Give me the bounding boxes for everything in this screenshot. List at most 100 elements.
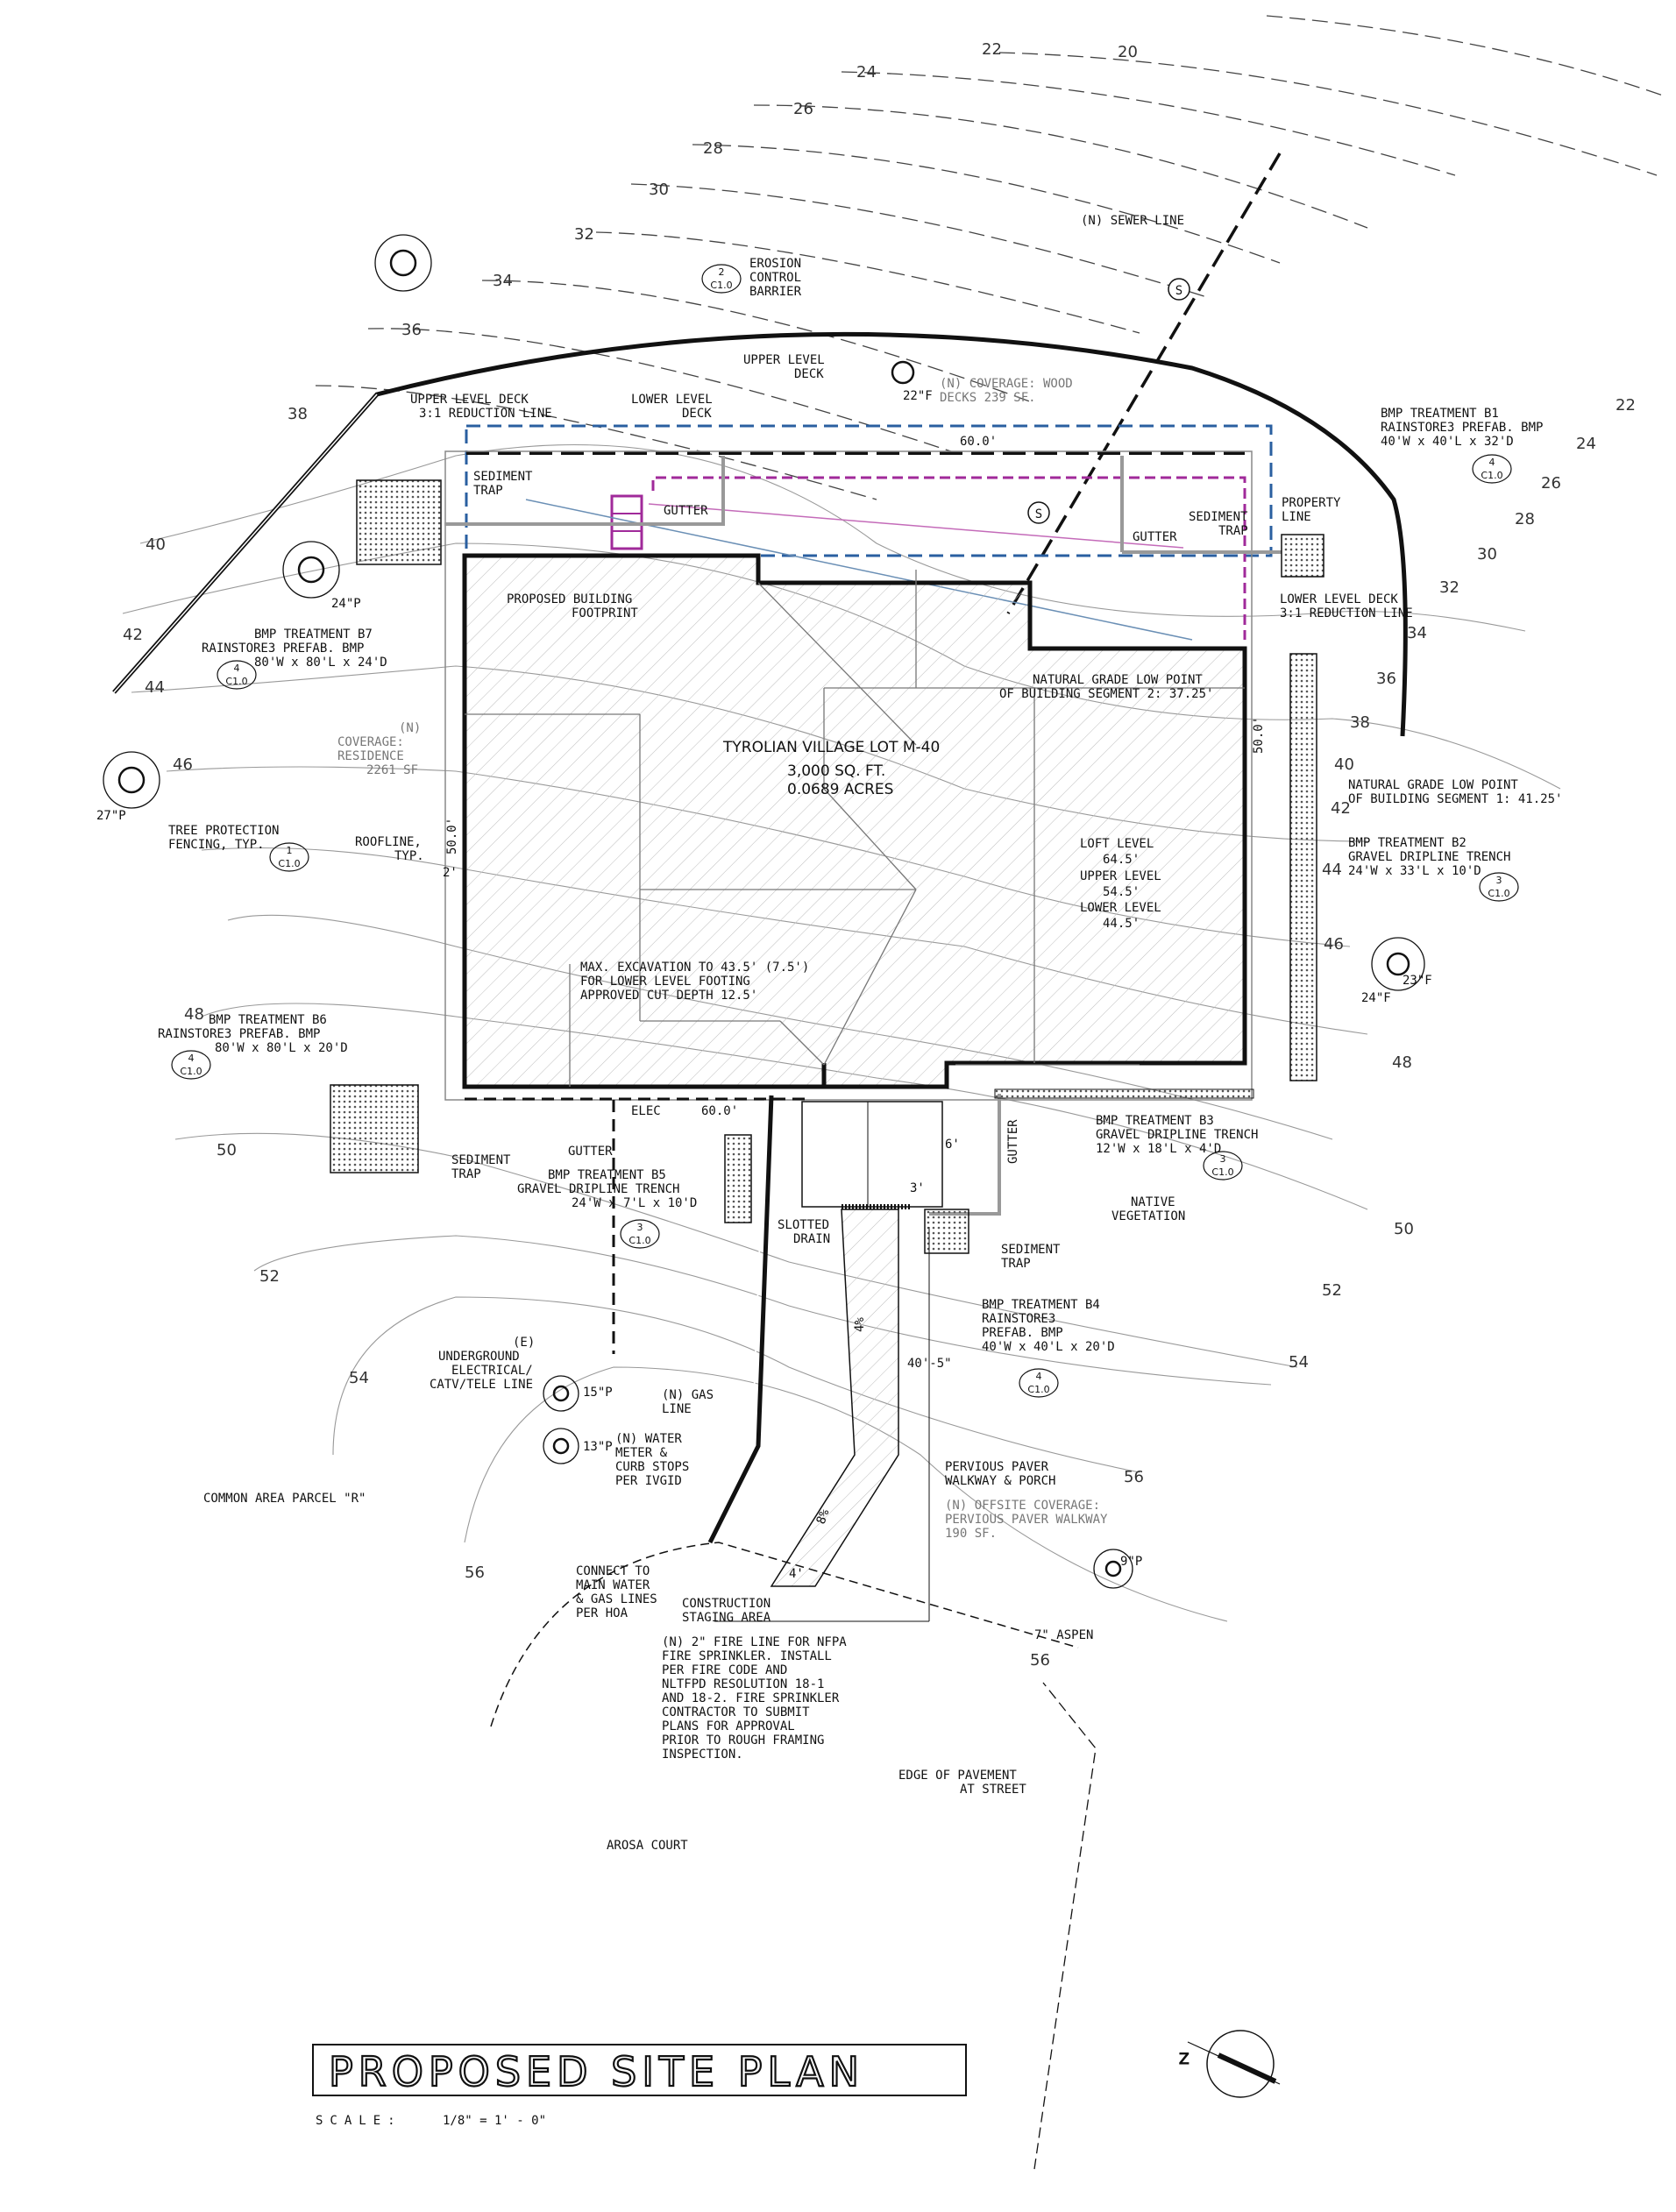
svg-text:56: 56: [1030, 1651, 1050, 1670]
dim-3ft: 3': [910, 1181, 925, 1195]
staging-area-boundary: [490, 1542, 1079, 1727]
property-boundary-top: [112, 331, 1408, 737]
tree-24f: 24"F: [1361, 991, 1391, 1005]
svg-text:3: 3: [1220, 1153, 1226, 1165]
svg-text:36: 36: [401, 321, 422, 339]
label-elec: ELEC: [631, 1104, 661, 1118]
svg-text:34: 34: [493, 272, 513, 290]
edge-of-pavement: [1033, 1682, 1097, 2170]
svg-text:28: 28: [1515, 510, 1535, 528]
bmp-b3-block: [994, 1088, 1254, 1099]
svg-text:52: 52: [259, 1267, 280, 1286]
bmp-b2-block: [1289, 653, 1317, 1081]
bmp-b4-block: [924, 1209, 969, 1254]
svg-text:26: 26: [793, 100, 813, 118]
svg-text:C1.0: C1.0: [1488, 888, 1509, 899]
svg-text:30: 30: [1477, 545, 1497, 564]
svg-text:C1.0: C1.0: [1481, 470, 1502, 481]
svg-text:3: 3: [637, 1222, 643, 1233]
bmp-b7-block: [356, 479, 442, 565]
dim-left: 50.0': [445, 818, 459, 854]
svg-text:40: 40: [1334, 755, 1354, 774]
svg-text:56: 56: [1124, 1468, 1144, 1486]
svg-text:C1.0: C1.0: [1211, 1166, 1233, 1178]
dim-bottom: 60.0': [701, 1104, 738, 1118]
dim-6ft: 6': [945, 1138, 960, 1152]
sewer-cleanout-icon: [1168, 278, 1190, 301]
level-upper: UPPER LEVEL: [1080, 869, 1161, 883]
label-offsite: (N) OFFSITE COVERAGE:PERVIOUS PAVER WALK…: [945, 1499, 1108, 1541]
porch: [801, 1101, 943, 1208]
svg-text:24: 24: [856, 63, 877, 82]
tree-13p: 13"P: [583, 1440, 613, 1454]
svg-text:22: 22: [1616, 396, 1636, 415]
svg-text:42: 42: [123, 626, 143, 644]
north-arrow-icon: Z: [1179, 2030, 1281, 2098]
tree-27p: 27"P: [96, 809, 126, 823]
tree-15p: 15"P: [583, 1386, 613, 1400]
detail-bubbles: [171, 264, 1519, 1398]
svg-text:40: 40: [146, 535, 166, 554]
bmp-b1-block: [1281, 534, 1324, 578]
contour-numbers-left: 22 20 24 26 28 30 32 34 36 38 40 42 44 4…: [123, 40, 1138, 1582]
svg-text:C1.0: C1.0: [710, 280, 732, 291]
page-title: PROPOSED SITE PLAN: [329, 2048, 864, 2095]
label-gutter-3: GUTTER: [568, 1145, 613, 1159]
svg-text:50: 50: [1394, 1220, 1414, 1238]
title-block-frame: [312, 2044, 967, 2096]
label-roofline: ROOFLINE,TYP.: [355, 835, 424, 863]
bmp-b6-block: [330, 1084, 419, 1173]
contour-numbers-right: 22 24 26 28 30 32 34 36 38 40 42 44 46 4…: [1030, 396, 1636, 1670]
svg-text:52: 52: [1322, 1281, 1342, 1300]
svg-text:44: 44: [145, 678, 165, 697]
contour-lines: [315, 15, 1666, 500]
slope-1: 4%: [853, 1317, 867, 1332]
level-loft-el: 64.5': [1103, 853, 1140, 867]
svg-text:46: 46: [1324, 935, 1344, 954]
svg-text:4: 4: [1489, 457, 1495, 468]
svg-text:C1.0: C1.0: [628, 1235, 650, 1246]
dim-4ft: 4': [789, 1567, 804, 1581]
gas-water-line: [707, 1095, 774, 1544]
label-sewer: (N) SEWER LINE: [1081, 214, 1184, 228]
label-gutter-1: GUTTER: [664, 504, 708, 518]
svg-text:2: 2: [719, 266, 725, 278]
svg-text:20: 20: [1118, 43, 1138, 61]
tree-icons: [103, 234, 1425, 1589]
label-common-area: COMMON AREA PARCEL "R": [203, 1492, 366, 1506]
svg-text:Z: Z: [1179, 2051, 1190, 2068]
sewer-line: [1006, 152, 1282, 614]
scale-label: SCALE:: [316, 2114, 402, 2128]
roof-lines: [465, 570, 1245, 1087]
svg-text:32: 32: [574, 225, 594, 244]
svg-text:4: 4: [1036, 1371, 1042, 1382]
level-loft: LOFT LEVEL: [1080, 837, 1154, 851]
tree-aspen: 7" ASPEN: [1034, 1628, 1093, 1642]
slope-2: 8%: [814, 1507, 833, 1527]
level-lower-el: 44.5': [1103, 917, 1140, 931]
svg-text:C1.0: C1.0: [180, 1066, 202, 1077]
svg-text:30: 30: [649, 181, 669, 199]
svg-text:24: 24: [1576, 435, 1596, 453]
level-lower: LOWER LEVEL: [1080, 901, 1161, 915]
svg-text:1: 1: [287, 845, 293, 856]
svg-text:36: 36: [1376, 670, 1396, 688]
detail-bubble-text: 2 C1.0 4 C1.0 4 C1.0 1 C1.0 3 C1.0 4 C1.…: [180, 266, 1509, 1395]
svg-text:54: 54: [1289, 1353, 1309, 1372]
